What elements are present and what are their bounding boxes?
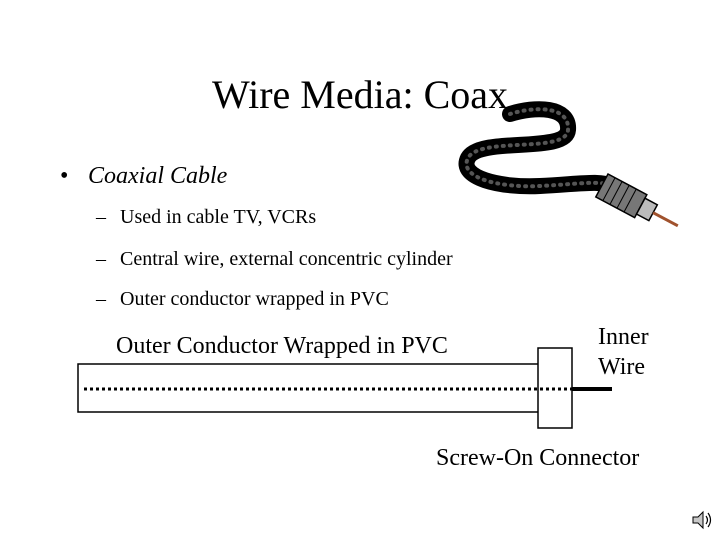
coax-cable-icon <box>458 101 679 228</box>
inner-wire-label-line1: Inner <box>598 324 649 350</box>
sub-bullet-marker: – <box>96 206 106 228</box>
outer-conductor-tube <box>77 363 543 413</box>
sub-bullet-text: Outer conductor wrapped in PVC <box>120 288 389 310</box>
sub-bullet-marker: – <box>96 288 106 310</box>
sub-bullet-1: –Used in cable TV, VCRs <box>96 204 316 230</box>
bullet-marker: • <box>60 163 69 189</box>
speaker-icon[interactable] <box>690 508 714 532</box>
bullet-text: Coaxial Cable <box>88 163 228 189</box>
inner-wire-label-line2: Wire <box>598 354 646 380</box>
connector-label: Screw-On Connector <box>436 445 640 471</box>
sub-bullet-3: –Outer conductor wrapped in PVC <box>96 286 389 312</box>
sub-bullet-marker: – <box>96 248 106 270</box>
bullet-coaxial-cable: • Coaxial Cable <box>60 160 227 192</box>
slide-title: Wire Media: Coax <box>211 72 509 117</box>
sub-bullet-text: Used in cable TV, VCRs <box>120 206 317 228</box>
inner-wire-label: Inner Wire <box>598 322 649 382</box>
outer-conductor-label: Outer Conductor Wrapped in PVC <box>116 333 448 359</box>
sub-bullet-text: Central wire, external concentric cylind… <box>120 248 453 270</box>
sub-bullet-2: –Central wire, external concentric cylin… <box>96 246 453 272</box>
